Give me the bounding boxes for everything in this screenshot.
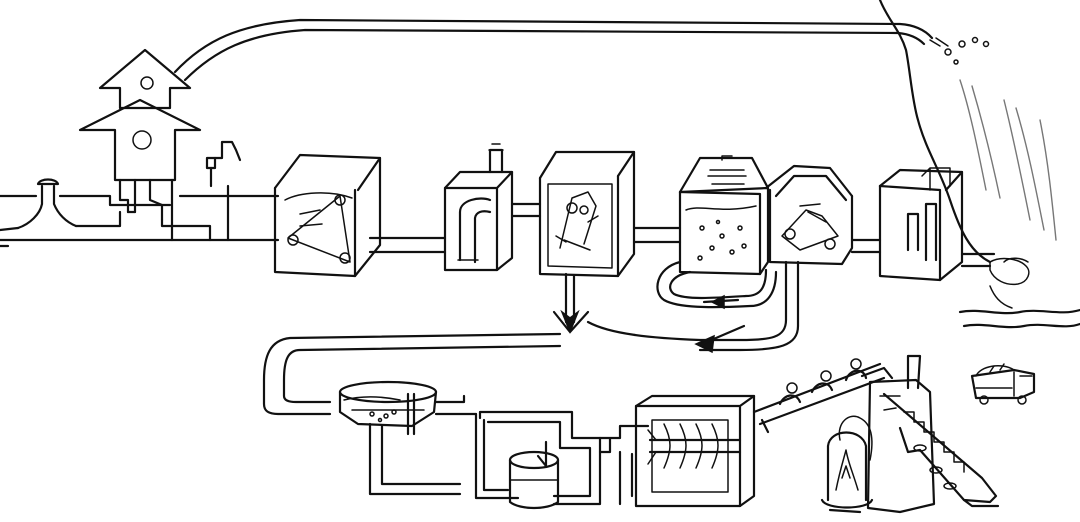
manhole-icon [18, 180, 76, 229]
secondary-clarifier-icon [766, 166, 852, 264]
sludge-line [264, 334, 560, 414]
thickener-icon [340, 382, 460, 494]
pipe-6 [436, 396, 600, 504]
bar-screen-icon [275, 155, 380, 276]
sludge-down-arrow [554, 274, 588, 332]
pipe-2 [512, 204, 540, 216]
truck-icon [972, 364, 1034, 404]
return-sludge-loop [657, 262, 776, 308]
house-icon [80, 50, 200, 240]
pipe-7 [600, 426, 648, 504]
aeration-tank-icon [680, 156, 768, 274]
screw-press-icon [636, 396, 754, 506]
tank-icon [445, 144, 512, 270]
pipe-1 [370, 238, 445, 252]
pipe-4 [852, 240, 880, 252]
pipe-3 [634, 228, 680, 242]
conveyor-icon [754, 359, 892, 424]
pipe-5 [962, 254, 994, 266]
top-pipe [175, 20, 989, 80]
clarifier-icon [540, 152, 634, 276]
disinfection-icon [880, 168, 962, 280]
sink-icon [207, 142, 240, 240]
